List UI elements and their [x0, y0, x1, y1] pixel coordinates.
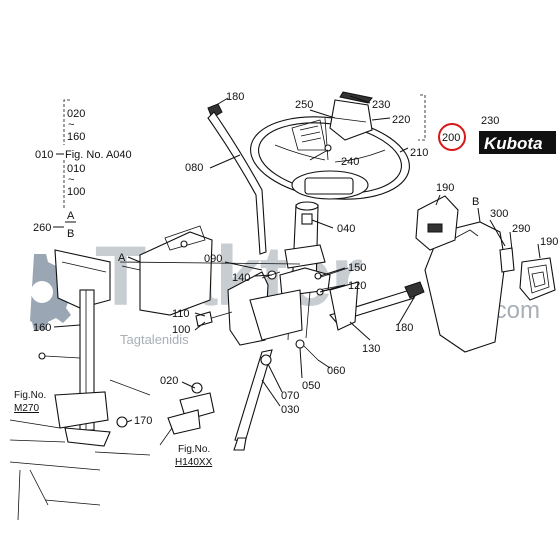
pedal-frame: [9, 249, 151, 521]
callout-300: 300: [490, 208, 508, 220]
group-list-tilde-1: ~: [68, 119, 74, 131]
callout-b-right: B: [472, 196, 479, 208]
callout-040: 040: [337, 223, 355, 235]
fig-ref-left[interactable]: Fig.No. M270: [14, 390, 46, 414]
tilt-lever: [207, 103, 267, 255]
callout-240: 240: [341, 156, 359, 168]
brand-logo-text: Kubota: [484, 134, 543, 153]
dash-panel-left: [119, 225, 301, 316]
lower-shaft: [233, 339, 319, 451]
callout-a-left: A: [67, 210, 75, 222]
callout-030: 030: [281, 404, 299, 416]
steering-wheel: [250, 116, 410, 200]
callout-190-top: 190: [436, 182, 454, 194]
callout-150: 150: [348, 262, 366, 274]
line-art: [9, 91, 556, 521]
callout-110: 110: [172, 308, 190, 320]
brand-callout-230: 230: [481, 115, 499, 127]
callout-230-top: 230: [372, 99, 390, 111]
leader-lines: [53, 95, 541, 423]
brand-logo-box: [479, 131, 556, 154]
callout-180-top: 180: [226, 91, 244, 103]
group-bracket: [63, 94, 426, 210]
callout-290: 290: [512, 223, 530, 235]
callout-130: 130: [362, 343, 380, 355]
brand-block: 230 Kubota: [479, 115, 556, 154]
watermark-tagline: Tagtalenidis: [120, 332, 189, 347]
callout-180-low: 180: [395, 322, 413, 334]
callout-200: 200: [442, 132, 460, 144]
callout-140: 140: [232, 272, 250, 284]
group-list: 020 ~ 160 010 Fig. No. A040 010 ~ 100: [35, 108, 132, 198]
callout-050: 050: [302, 380, 320, 392]
callout-labels: 180 250 230 220 200 210 080 240 040 190 …: [33, 91, 558, 427]
callout-170: 170: [134, 415, 152, 427]
callout-020-low: 020: [160, 375, 178, 387]
fig-ref-right-label: Fig.No.: [178, 444, 210, 455]
callout-190-right: 190: [540, 236, 558, 248]
knob-cover: [519, 257, 556, 301]
group-list-tilde-2: ~: [68, 174, 74, 186]
fig-ref-right[interactable]: Fig.No. H140XX: [175, 444, 213, 468]
group-list-bottom: 100: [67, 186, 85, 198]
callout-b-left: B: [67, 228, 74, 240]
callout-260: 260: [33, 222, 51, 234]
universal-joint: [159, 382, 215, 446]
callout-080: 080: [185, 162, 203, 174]
callout-100: 100: [172, 324, 190, 336]
callout-120: 120: [348, 280, 366, 292]
group-list-fig-ref: Fig. No. A040: [65, 149, 132, 161]
callout-010: 010: [35, 149, 53, 161]
callout-090: 090: [204, 253, 222, 265]
callout-220: 220: [392, 114, 410, 126]
callout-210: 210: [410, 147, 428, 159]
group-list-top: 020: [67, 108, 85, 120]
fig-ref-left-code: M270: [14, 403, 39, 414]
highlight-circle: [438, 123, 466, 151]
throttle-lever: [329, 281, 425, 331]
group-list-second: 160: [67, 131, 85, 143]
fig-ref-left-label: Fig.No.: [14, 390, 46, 401]
callout-160: 160: [33, 322, 51, 334]
fig-ref-right-code: H140XX: [175, 457, 213, 468]
right-console: [415, 195, 515, 353]
callout-060: 060: [327, 365, 345, 377]
linkage-bracket: [195, 267, 349, 346]
callout-250: 250: [295, 99, 313, 111]
group-list-third: 010: [67, 163, 85, 175]
callout-070: 070: [281, 390, 299, 402]
callout-a-mid: A: [118, 252, 126, 264]
horn-cap: [324, 91, 373, 152]
